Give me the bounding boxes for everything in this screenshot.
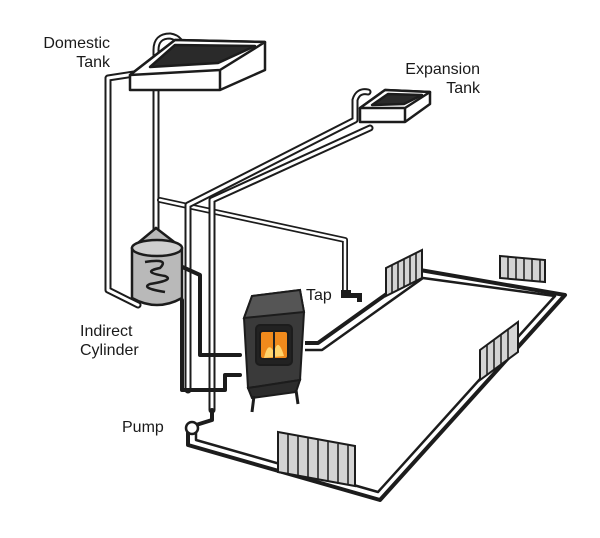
tap-label: Tap	[306, 287, 332, 304]
domestic-tank-label-line2: Tank	[76, 54, 110, 71]
radiator-3	[479, 320, 519, 382]
indirect-cylinder-label-line2: Cylinder	[80, 342, 139, 359]
indirect-cylinder	[130, 226, 184, 307]
expansion-tank-label-line1: Expansion	[405, 61, 480, 78]
domestic-tank	[128, 38, 267, 92]
domestic-tank-label: Domestic Tank	[22, 34, 110, 72]
pipes	[104, 32, 374, 427]
radiator-loop	[186, 268, 567, 502]
radiator-1	[385, 248, 423, 298]
radiator-2	[499, 254, 546, 284]
pump-label: Pump	[122, 419, 164, 436]
expansion-tank	[358, 88, 432, 124]
domestic-tank-label-line1: Domestic	[43, 35, 110, 52]
loop-pipe-outer	[186, 268, 567, 502]
stove	[242, 288, 306, 413]
expansion-tank-label: Expansion Tank	[380, 60, 480, 98]
radiator-4	[277, 430, 356, 488]
primary-flow-pipe	[176, 263, 242, 357]
expansion-tank-label-line2: Tank	[446, 80, 480, 97]
pump-icon	[184, 420, 200, 436]
pump-pipe	[194, 408, 214, 427]
loop-pipe-inner	[194, 276, 557, 494]
indirect-cylinder-label-line1: Indirect	[80, 323, 133, 340]
coil	[144, 259, 170, 294]
tap-icon	[341, 290, 362, 302]
indirect-cylinder-label: Indirect Cylinder	[80, 322, 139, 360]
